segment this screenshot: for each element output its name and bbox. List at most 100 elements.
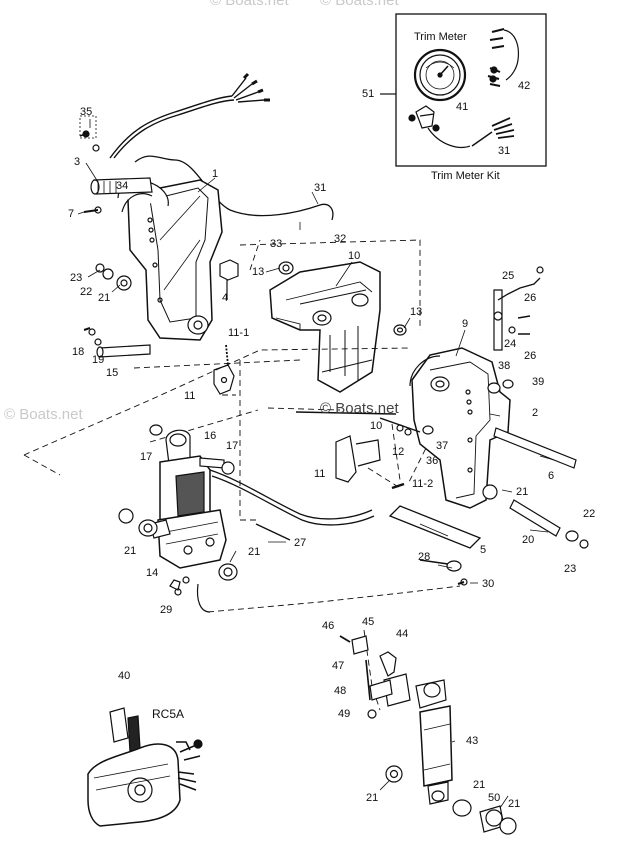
plate-5 [388, 505, 482, 549]
callout-3: 3 [74, 156, 81, 168]
trim-meter-harness-42 [487, 28, 520, 87]
callout-9: 9 [462, 318, 469, 330]
callout-38: 38 [498, 360, 511, 372]
watermark-top-a: © Boats.net [210, 0, 289, 9]
callout-51: 51 [362, 88, 375, 100]
callout-15: 15 [106, 367, 119, 379]
callout-14: 14 [146, 567, 159, 579]
callout-5: 5 [480, 544, 487, 556]
callout-42: 42 [518, 80, 531, 92]
callout-36: 36 [426, 455, 439, 467]
callout-48: 48 [334, 685, 347, 697]
callout-19: 19 [92, 354, 105, 366]
callout-21-lower-right: 21 [508, 798, 521, 810]
assembly-guide-lines [23, 239, 461, 711]
trim-meter-gauge [413, 48, 467, 102]
bushing-13-right [393, 324, 407, 336]
bushing-13-left [278, 261, 294, 275]
callout-37: 37 [436, 440, 449, 452]
callout-12: 12 [392, 446, 405, 458]
callout-11-left: 11 [184, 390, 196, 402]
callout-17-right: 17 [226, 440, 239, 452]
callout-22-right: 22 [583, 508, 596, 520]
callout-20: 20 [522, 534, 535, 546]
callout-46: 46 [322, 620, 335, 632]
callout-50: 50 [488, 792, 501, 804]
rod-12 [295, 379, 514, 436]
callout-22-left: 22 [80, 286, 93, 298]
callout-41: 41 [456, 101, 469, 113]
stern-bracket-right [409, 347, 511, 509]
callout-40: 40 [118, 670, 131, 682]
watermark-top-b: © Boats.net [320, 0, 399, 9]
callout-1: 1 [212, 168, 219, 180]
callout-26-upper: 26 [524, 292, 537, 304]
callout-21-upper: 21 [98, 292, 111, 304]
callout-11-right: 11 [314, 468, 326, 480]
callout-24: 24 [504, 338, 517, 350]
small-bolts-left [79, 115, 102, 214]
pump-wires-27 [196, 469, 375, 613]
bolt-15-assembly [83, 327, 151, 358]
callout-43: 43 [466, 735, 479, 747]
callout-34: 34 [116, 180, 129, 192]
callout-2: 2 [532, 407, 539, 419]
bushings-21-50 [385, 765, 517, 835]
callout-21-lower-mid: 21 [473, 779, 486, 791]
callout-10-lower: 10 [370, 420, 383, 432]
callout-21-pump-left: 21 [124, 545, 137, 557]
callout-16: 16 [204, 430, 217, 442]
tilt-tube-20 [482, 484, 589, 549]
trim-meter-wire-31 [471, 117, 515, 147]
callout-30: 30 [482, 578, 495, 590]
callout-7: 7 [68, 208, 75, 220]
trim-meter-bracket-41 [408, 105, 471, 149]
callout-21-lower-left: 21 [366, 792, 379, 804]
callout-49: 49 [338, 708, 351, 720]
swivel-bracket-center [269, 261, 381, 393]
callout-13-right: 13 [410, 306, 423, 318]
callout-44: 44 [396, 628, 409, 640]
callout-39: 39 [532, 376, 545, 388]
power-trim-unit [118, 429, 238, 581]
callout-23-left: 23 [70, 272, 83, 284]
ground-wire-28 [419, 559, 468, 586]
callout-31-upper: 31 [314, 182, 327, 194]
callout-11-2: 11-2 [412, 478, 434, 490]
tilt-lock-11-right [335, 435, 405, 490]
callout-25: 25 [502, 270, 515, 282]
remote-control-box [87, 707, 203, 827]
callout-4: 4 [222, 292, 229, 304]
trim-meter-kit-box [380, 13, 547, 167]
callout-11-1: 11-1 [228, 327, 250, 339]
callout-21-right-a: 21 [516, 486, 529, 498]
callout-45: 45 [362, 616, 375, 628]
callout-6: 6 [548, 470, 555, 482]
callout-21-pump-right: 21 [248, 546, 261, 558]
parts-29 [169, 576, 190, 596]
callout-33: 33 [270, 238, 283, 250]
callout-32: 32 [334, 233, 347, 245]
callout-23-right: 23 [564, 563, 577, 575]
cylinder-hardware-44-49 [339, 635, 397, 719]
callout-13-left: 13 [252, 266, 265, 278]
callout-27: 27 [294, 537, 307, 549]
callout-26-lower: 26 [524, 350, 537, 362]
callout-47: 47 [332, 660, 345, 672]
callout-leaders [77, 119, 555, 809]
control-box-model: RC5A [152, 707, 185, 721]
trim-cylinder [383, 673, 453, 805]
callout-10-upper: 10 [348, 250, 361, 262]
watermark-center: © Boats.net [320, 400, 399, 417]
callout-31-kit: 31 [498, 145, 511, 157]
callout-28: 28 [418, 551, 431, 563]
parts-16-17 [149, 424, 235, 475]
trim-meter-kit-title: Trim Meter Kit [431, 170, 500, 182]
tilt-tube-6 [493, 427, 577, 469]
cable-bracket-24-25 [493, 266, 544, 351]
callout-17-left: 17 [140, 451, 153, 463]
callout-18: 18 [72, 346, 85, 358]
stern-bracket-left [117, 179, 223, 341]
